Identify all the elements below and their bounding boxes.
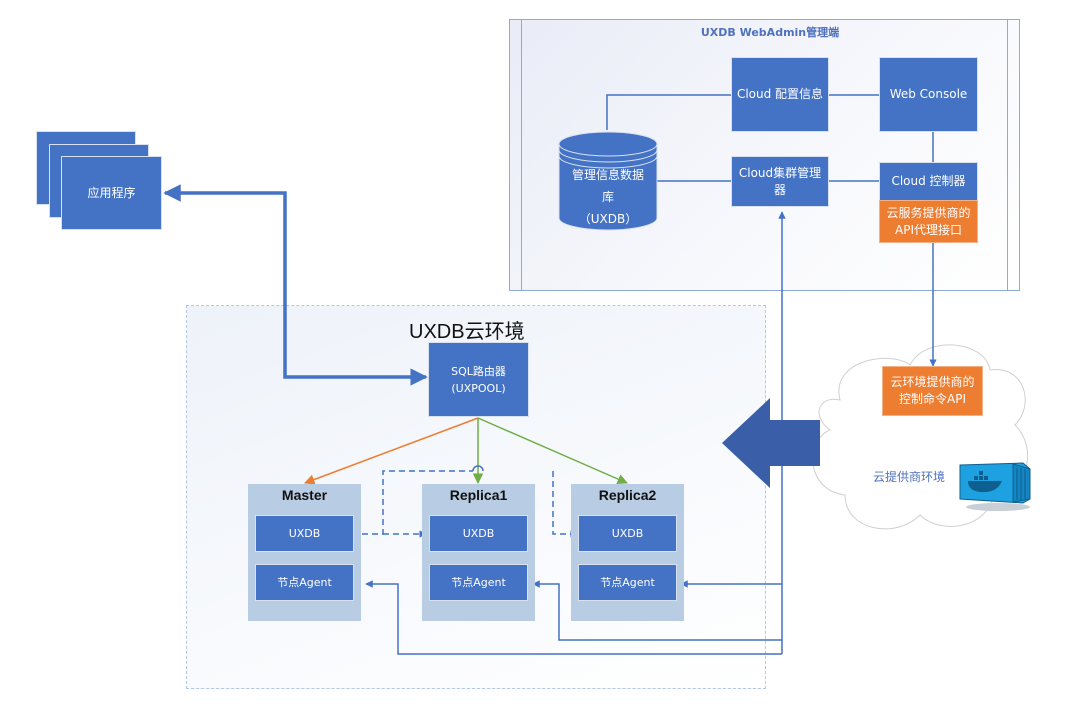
node-agent-box[interactable]: 节点Agent — [255, 564, 354, 601]
cloud-cluster-manager-label: Cloud集群管理器 — [738, 165, 822, 197]
line-app-router — [163, 184, 428, 386]
web-console-label: Web Console — [889, 87, 968, 101]
node-db-box[interactable]: UXDB — [429, 515, 528, 552]
line-replication-master-replica1 — [352, 470, 473, 535]
docker-container-icon — [959, 462, 1031, 511]
node-replica2: Replica2 UXDB 节点Agent — [571, 484, 684, 621]
database-label-line1: 管理信息数据 — [571, 168, 644, 182]
node-title: Master — [281, 487, 328, 503]
database-label-line2: 库 — [601, 190, 614, 204]
cloud-controller-label: Cloud 控制器 — [891, 174, 966, 188]
cloud-control-api-box[interactable]: 云环境提供商的控制命令API — [882, 366, 983, 416]
line-router-replica2 — [477, 417, 628, 485]
sql-router-label-line1: SQL路由器 — [451, 364, 506, 378]
database-label: 管理信息数据 库 （UXDB） — [557, 164, 659, 230]
node-agent-box[interactable]: 节点Agent — [578, 564, 677, 601]
application-box[interactable]: 应用程序 — [61, 156, 162, 230]
node-db-label: UXDB — [611, 527, 644, 540]
cloud-config-info-label: Cloud 配置信息 — [736, 87, 824, 101]
node-db-box[interactable]: UXDB — [578, 515, 677, 552]
node-db-label: UXDB — [462, 527, 495, 540]
node-agent-label: 节点Agent — [600, 576, 655, 589]
big-left-arrow — [722, 398, 820, 488]
web-console-box[interactable]: Web Console — [879, 57, 978, 132]
line-router-master — [304, 417, 479, 485]
line-replication-hop — [472, 465, 484, 472]
provider-environment-label: 云提供商环境 — [873, 470, 946, 484]
node-agent-box[interactable]: 节点Agent — [429, 564, 528, 601]
node-master: Master UXDB 节点Agent — [248, 484, 361, 621]
cloud-control-api-label: 云环境提供商的控制命令API — [890, 375, 975, 406]
webadmin-title: UXDB WebAdmin管理端 — [700, 26, 840, 39]
node-replica1: Replica1 UXDB 节点Agent — [422, 484, 535, 621]
node-agent-label: 节点Agent — [451, 576, 506, 589]
api-proxy-box[interactable]: 云服务提供商的API代理接口 — [879, 200, 978, 243]
sql-router-label-line2: (UXPOOL) — [451, 381, 506, 395]
node-title: Replica1 — [449, 487, 508, 503]
database-label-line3: （UXDB） — [578, 212, 638, 226]
node-db-label: UXDB — [288, 527, 321, 540]
cloud-config-info-box[interactable]: Cloud 配置信息 — [731, 57, 829, 132]
cloud-controller-box[interactable]: Cloud 控制器 — [879, 162, 978, 201]
cloud-cluster-manager-box[interactable]: Cloud集群管理器 — [731, 156, 829, 207]
webadmin-inner-line-left — [521, 20, 522, 290]
line-replication-to-replica2 — [552, 471, 578, 538]
api-proxy-label: 云服务提供商的API代理接口 — [886, 205, 971, 237]
node-title: Replica2 — [598, 487, 657, 503]
line-to-master-agent — [365, 580, 782, 655]
line-to-replica1-agent — [532, 580, 782, 641]
webadmin-inner-line-right — [1007, 20, 1008, 290]
environment-title: UXDB云环境 — [409, 321, 525, 343]
node-agent-label: 节点Agent — [277, 576, 332, 589]
application-label: 应用程序 — [87, 185, 136, 200]
line-db-config — [606, 94, 732, 130]
sql-router-box[interactable]: SQL路由器 (UXPOOL) — [428, 342, 529, 417]
node-db-box[interactable]: UXDB — [255, 515, 354, 552]
database-cylinder-icon — [558, 131, 658, 231]
